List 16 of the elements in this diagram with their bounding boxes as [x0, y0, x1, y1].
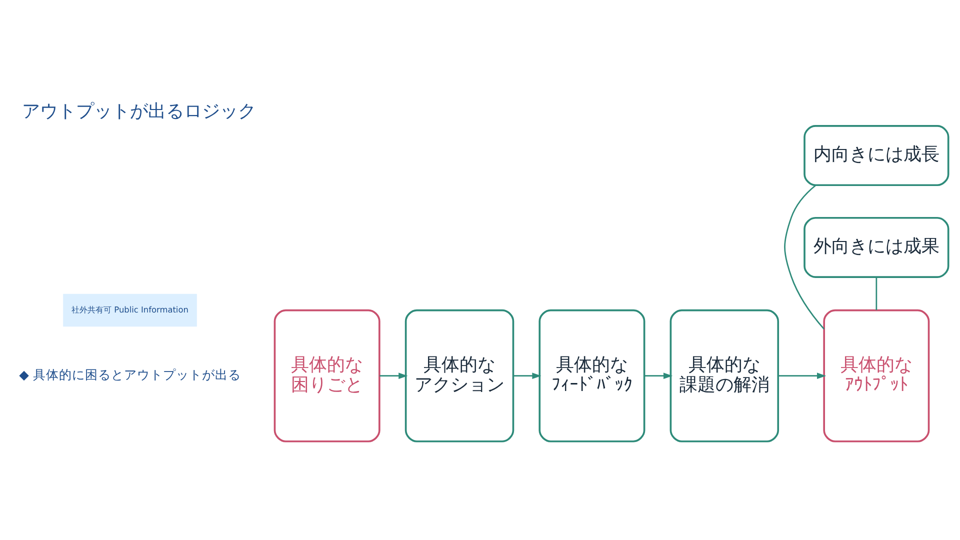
arrow	[380, 372, 408, 380]
node-box: 具体的なﾌｨｰﾄﾞﾊﾞｯｸ	[538, 309, 646, 442]
node-box: 具体的なｱｳﾄﾌﾟｯﾄ	[823, 309, 930, 442]
node-box: 具体的なアクション	[404, 309, 514, 442]
node-box: 内向きには成長	[804, 125, 950, 186]
arrow	[514, 372, 542, 380]
node-box: 具体的な課題の解消	[670, 309, 780, 442]
connector	[876, 277, 878, 310]
label: ◆ 具体的に困るとアウトプットが出る	[19, 368, 241, 384]
node-box: 具体的な困りごと	[274, 309, 380, 442]
arrow	[778, 372, 826, 380]
label: 社外共有可 Public Information	[72, 304, 188, 314]
connector	[784, 184, 825, 330]
diagram-title: アウトプットが出るロジック	[22, 100, 256, 122]
arrow	[644, 372, 673, 380]
node-box: 外向きには成果	[804, 216, 950, 278]
